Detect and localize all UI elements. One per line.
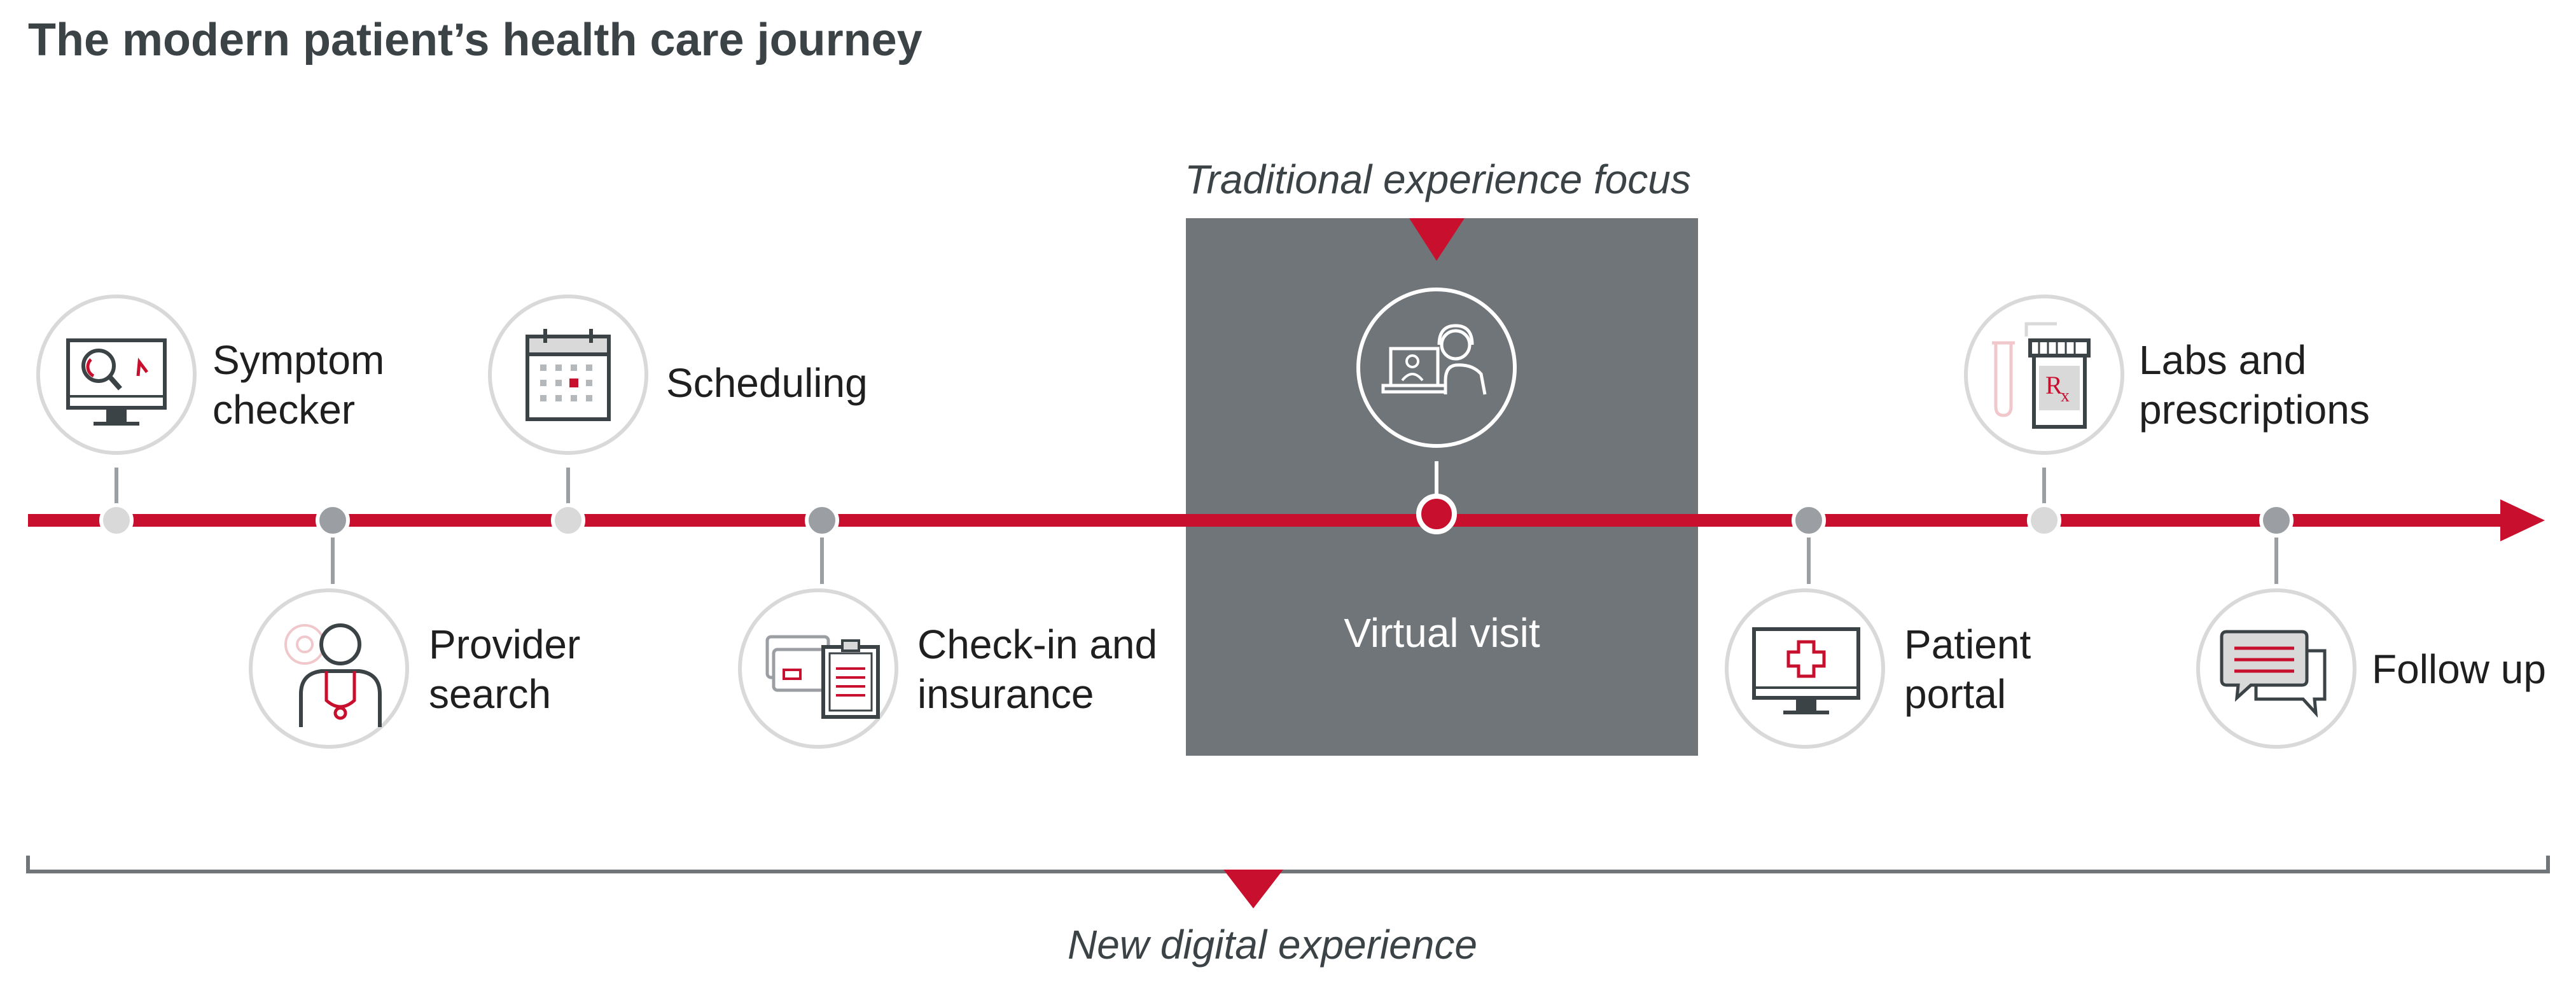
video-call-icon (1381, 324, 1487, 395)
chat-bubbles-icon (2220, 630, 2327, 718)
clipboard-cards-icon (765, 635, 880, 719)
digital-pointer (1223, 870, 1283, 908)
pill-bottle-icon: R x (1992, 322, 2091, 429)
step-dot-active (1416, 494, 1457, 534)
provider-search-circle (249, 588, 409, 749)
step-dot (2259, 503, 2294, 538)
step-label-scheduling: Scheduling (666, 360, 868, 406)
digital-experience-label: New digital experience (1068, 922, 1477, 968)
patient-portal-circle (1725, 588, 1885, 749)
doctor-stethoscope-icon (284, 623, 382, 727)
monitor-magnifier-icon (66, 338, 167, 426)
svg-text:x: x (2061, 386, 2070, 406)
labs-circle: R x (1964, 295, 2124, 455)
step-dot (2027, 503, 2061, 538)
step-dot (551, 503, 585, 538)
calendar-icon (526, 329, 611, 421)
focus-pointer (1409, 218, 1465, 261)
traditional-focus-label: Traditional experience focus (1185, 156, 1691, 202)
follow-up-circle (2196, 588, 2357, 749)
virtual-visit-label: Virtual visit (1344, 610, 1540, 656)
step-label-follow-up: Follow up (2372, 646, 2546, 692)
timeline-line (28, 514, 2516, 527)
virtual-visit-circle (1356, 288, 1517, 448)
svg-text:R: R (2045, 371, 2063, 399)
timeline-arrowhead (2500, 499, 2545, 541)
step-dot (99, 503, 134, 538)
digital-bracket (26, 856, 2550, 873)
check-in-circle (738, 588, 898, 749)
page-title: The modern patient’s health care journey (28, 15, 922, 66)
monitor-cross-icon (1752, 627, 1860, 714)
step-dot (1792, 503, 1826, 538)
symptom-checker-circle (36, 295, 197, 455)
scheduling-circle (488, 295, 648, 455)
step-dot (805, 503, 839, 538)
step-dot (316, 503, 350, 538)
